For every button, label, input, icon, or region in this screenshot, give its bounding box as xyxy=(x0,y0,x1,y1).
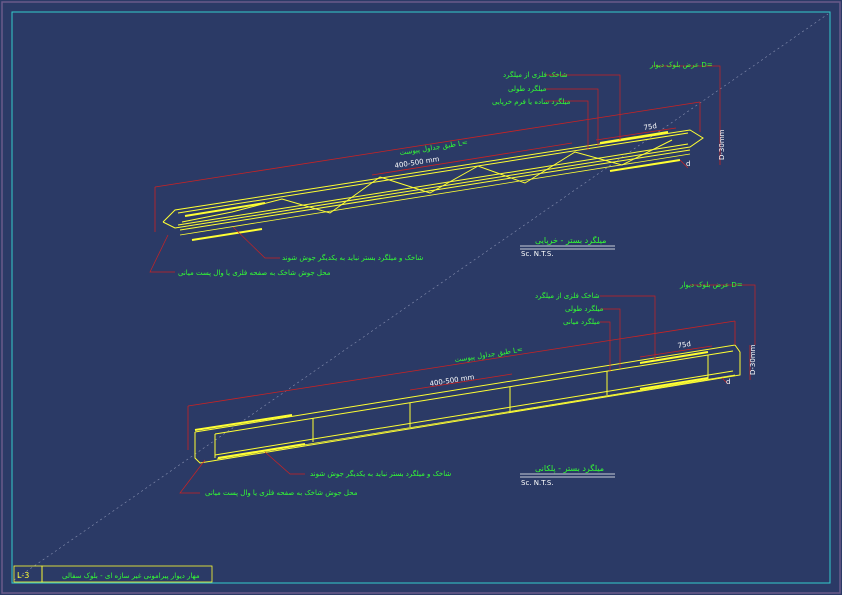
leader-weld-place xyxy=(149,234,175,273)
sheet-title: مهار دیوار پیرامونی غیر سازه ای - بلوک س… xyxy=(62,572,200,580)
label-truss-bar: میلگرد ساده یا فرم خرپایی xyxy=(492,97,571,106)
lap-bar-left-bottom xyxy=(217,443,306,459)
sheet-title-box xyxy=(41,565,213,583)
truss-bottom-rail-3 xyxy=(179,153,691,236)
label-weld-place: محل جوش شاخک به صفحه فلزی یا وال پست میا… xyxy=(205,489,358,497)
label-spacing: 400-500 mm xyxy=(429,373,475,388)
leader-bar-tie xyxy=(600,295,656,360)
dim-lap-line xyxy=(639,345,713,358)
detail1-scale: Sc. N.T.S. xyxy=(521,250,554,258)
leader-bar-tie xyxy=(545,74,621,140)
label-long-bar: میلگرد طولی xyxy=(565,304,604,313)
label-d-small: d xyxy=(726,378,730,386)
label-d-small: d xyxy=(686,160,690,168)
label-wall-width: عرض بلوک دیوار D= xyxy=(649,61,713,69)
label-wall-width: عرض بلوک دیوار D= xyxy=(679,281,743,289)
dim-lap-line xyxy=(595,127,677,141)
lap-bar-bottom xyxy=(609,159,681,172)
detail2-scale: Sc. N.T.S. xyxy=(521,479,554,487)
leader-mid-bar xyxy=(600,321,611,372)
lap-bar-top xyxy=(599,131,669,144)
inner-frame xyxy=(11,11,831,584)
label-lap: 75d xyxy=(643,122,657,132)
truss-zigzag xyxy=(181,139,673,223)
label-mid-bar: میلگرد میانی xyxy=(563,317,600,326)
detail2-title: میلگرد بستر - پلکانی xyxy=(535,463,604,473)
lap-bar-left xyxy=(184,202,266,217)
truss-reinforcement-detail xyxy=(149,65,721,273)
truss-bottom-rail xyxy=(177,143,689,226)
label-d-minus: D-30mm xyxy=(718,129,726,160)
ladder-top-rail xyxy=(214,350,734,435)
leader-weld-note xyxy=(232,226,280,259)
dim-spacing-line xyxy=(371,142,573,176)
label-length: طبق جداول پیوست L= xyxy=(454,346,523,364)
lap-bar-left-bottom xyxy=(191,228,263,241)
leader-weld-note xyxy=(264,451,305,475)
label-weld-place: محل جوش شاخک به صفحه فلزی یا وال پست میا… xyxy=(178,269,331,277)
leader-weld-place xyxy=(179,459,206,494)
diagonal-guide xyxy=(13,13,829,581)
label-bar-tie: شاخک فلزی از میلگرد xyxy=(535,291,600,300)
lap-bar-left xyxy=(194,414,293,431)
lap-bar-top xyxy=(639,351,709,364)
ladder-bottom-rail xyxy=(214,370,734,456)
label-length: طبق جداول پیوست L= xyxy=(399,139,468,157)
truss-top-rail xyxy=(177,132,689,214)
leader-wall-width xyxy=(653,65,721,130)
sheet-code: L-3 xyxy=(17,571,29,580)
leader-wall-width xyxy=(690,284,756,345)
label-weld-note: شاخک و میلگرد بستر نباید به یکدیگر جوش ش… xyxy=(282,253,423,262)
leader-d-small xyxy=(721,377,729,385)
dim-spacing-line xyxy=(409,373,513,391)
lap-bar-bottom xyxy=(639,377,709,390)
leader-truss-bar xyxy=(545,100,589,150)
ladder-reinforcement-detail xyxy=(179,284,756,494)
label-d-minus: D-30mm xyxy=(749,344,757,375)
label-long-bar: میلگرد طولی xyxy=(508,84,547,93)
dim-length-line xyxy=(154,101,701,188)
leader-long-bar xyxy=(545,88,599,146)
detail1-title: میلگرد بستر - خرپایی xyxy=(535,235,606,245)
label-weld-note: شاخک و میلگرد بستر نباید به یکدیگر جوش ش… xyxy=(310,469,451,478)
label-bar-tie: شاخک فلزی از میلگرد xyxy=(503,70,568,79)
truss-outline xyxy=(162,129,704,229)
leader-long-bar xyxy=(600,308,621,368)
dim-length-line xyxy=(187,320,736,407)
label-lap: 75d xyxy=(677,340,691,350)
leader-d-small xyxy=(679,159,689,169)
